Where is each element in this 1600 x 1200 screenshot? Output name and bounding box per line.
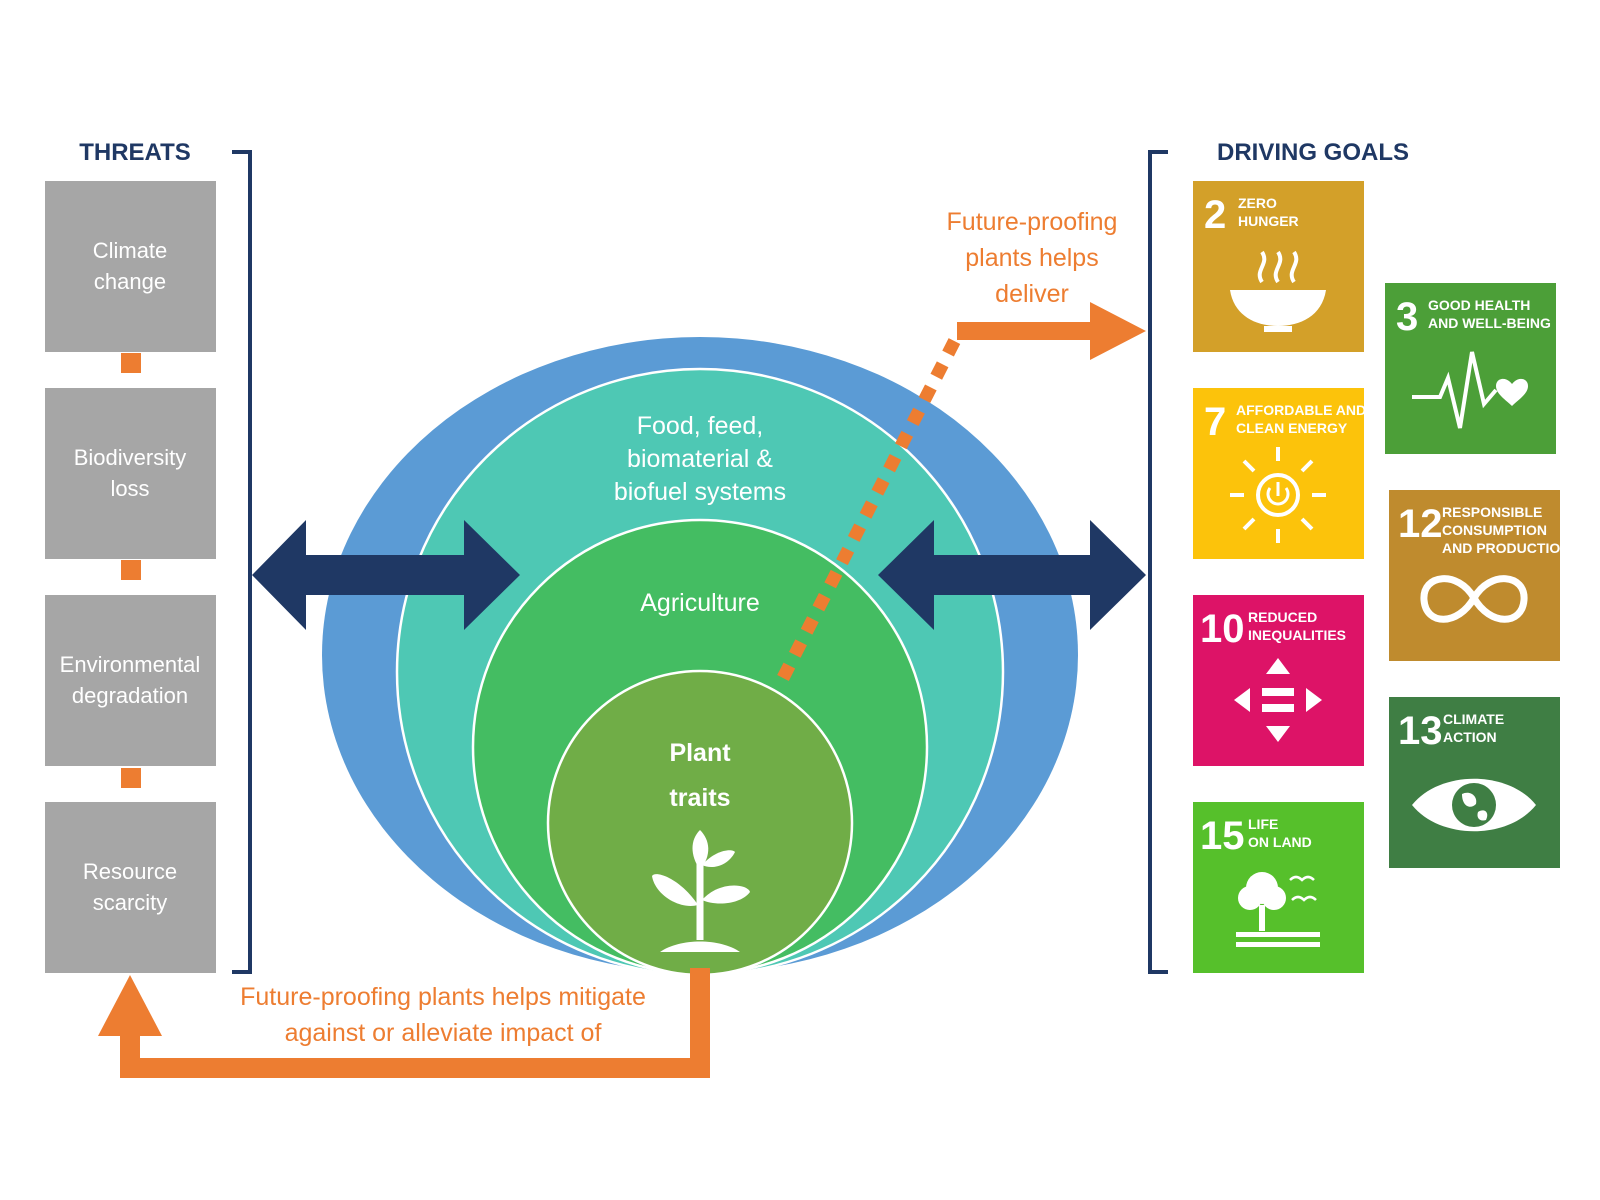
mitigate-note-line: against or alleviate impact of	[285, 1019, 602, 1047]
sdg-tile-15: 15 LIFE ON LAND	[1193, 802, 1364, 973]
sdg-tile-3: 3 GOOD HEALTH AND WELL-BEING	[1385, 283, 1556, 454]
sdg-number: 2	[1204, 193, 1226, 237]
circle-label-line: traits	[669, 784, 730, 812]
sdg-tile-7: 7 AFFORDABLE AND CLEAN ENERGY	[1193, 388, 1366, 559]
goals-bracket	[1148, 150, 1168, 974]
sdg-title-line: CONSUMPTION	[1442, 522, 1547, 538]
sdg-title-line: AND PRODUCTION	[1442, 540, 1570, 556]
sdg-number: 13	[1398, 709, 1443, 753]
circle-label-line: Societies &	[637, 281, 762, 309]
threat-box-biodiversity-loss: Biodiversity loss	[45, 388, 216, 559]
earth-eye-icon	[1412, 778, 1536, 832]
mitigate-note-line: Future-proofing plants helps mitigate	[240, 983, 646, 1011]
equality-arrows-icon	[1234, 658, 1322, 742]
circle-label-line: biomaterial &	[627, 445, 773, 473]
threat-box-environmental-degradation: Environmental degradation	[45, 595, 216, 766]
threat-label-line: Environmental	[60, 652, 201, 677]
sun-power-icon	[1230, 447, 1326, 543]
threat-label-line: Biodiversity	[74, 445, 186, 470]
tree-birds-icon	[1236, 872, 1320, 947]
threat-connector	[121, 768, 141, 788]
deliver-note-line: deliver	[995, 280, 1069, 308]
sdg-title-line: GOOD HEALTH	[1428, 297, 1530, 313]
circle-label-line: Agriculture	[640, 589, 760, 617]
circle-label-line: economies	[640, 314, 761, 342]
threat-connector	[121, 560, 141, 580]
sdg-title-line: REDUCED	[1248, 609, 1317, 625]
threat-box-resource-scarcity: Resource scarcity	[45, 802, 216, 973]
sdg-tile-bg	[1389, 490, 1560, 661]
sdg-tile-2: 2 ZERO HUNGER	[1193, 181, 1364, 352]
plant-seedling-icon	[652, 830, 750, 952]
sdg-title-line: CLIMATE	[1443, 711, 1504, 727]
sdg-title-line: CLEAN ENERGY	[1236, 420, 1348, 436]
sdg-number: 3	[1396, 295, 1418, 339]
deliver-note-line: plants helps	[965, 244, 1098, 272]
threat-box-climate-change: Climate change	[45, 181, 216, 352]
sdg-number: 12	[1398, 502, 1443, 546]
nested-circles	[322, 337, 1078, 977]
sdg-title-line: ZERO	[1238, 195, 1277, 211]
sdg-title-line: INEQUALITIES	[1248, 627, 1346, 643]
deliver-note-line: Future-proofing	[947, 208, 1118, 236]
sdg-title-line: HUNGER	[1238, 213, 1299, 229]
infinity-icon	[1420, 575, 1528, 623]
heartbeat-icon	[1412, 351, 1528, 429]
sdg-number: 15	[1200, 814, 1245, 858]
sdg-number: 10	[1200, 607, 1245, 651]
mitigate-arrow-line	[120, 968, 710, 1078]
deliver-dashed-line	[777, 335, 962, 681]
threat-label-line: Climate	[93, 238, 168, 263]
sdg-title-line: AFFORDABLE AND	[1236, 402, 1366, 418]
sdg-title-line: RESPONSIBLE	[1442, 504, 1542, 520]
threat-label-line: change	[94, 269, 166, 294]
circle-label-line: Food, feed,	[637, 412, 763, 440]
threat-label-line: Resource	[83, 859, 177, 884]
sdg-title-line: AND WELL-BEING	[1428, 315, 1551, 331]
sdg-tile-13: 13 CLIMATE ACTION	[1389, 697, 1560, 868]
circle-label-line: biofuel systems	[614, 478, 786, 506]
deliver-arrow	[957, 302, 1146, 360]
bowl-icon	[1230, 250, 1326, 332]
goals-heading: DRIVING GOALS	[1217, 139, 1409, 166]
threats-bracket	[232, 150, 252, 974]
threat-connector	[121, 353, 141, 373]
mitigate-arrow-head	[98, 975, 162, 1036]
sdg-title-line: ON LAND	[1248, 834, 1312, 850]
threat-label-line: loss	[110, 476, 149, 501]
sdg-title-line: ACTION	[1443, 729, 1497, 745]
threat-label-line: scarcity	[93, 890, 168, 915]
sdg-number: 7	[1204, 400, 1226, 444]
goals-interaction-arrow	[878, 520, 1146, 630]
threats-interaction-arrow	[252, 520, 520, 630]
circle-label-line: Plant	[669, 739, 731, 767]
threats-heading: THREATS	[79, 139, 191, 166]
threat-label-line: degradation	[72, 683, 188, 708]
sdg-title-line: LIFE	[1248, 816, 1278, 832]
sdg-tile-10: 10 REDUCED INEQUALITIES	[1193, 595, 1364, 766]
sdg-tile-12: 12 RESPONSIBLE CONSUMPTION AND PRODUCTIO…	[1389, 490, 1570, 661]
